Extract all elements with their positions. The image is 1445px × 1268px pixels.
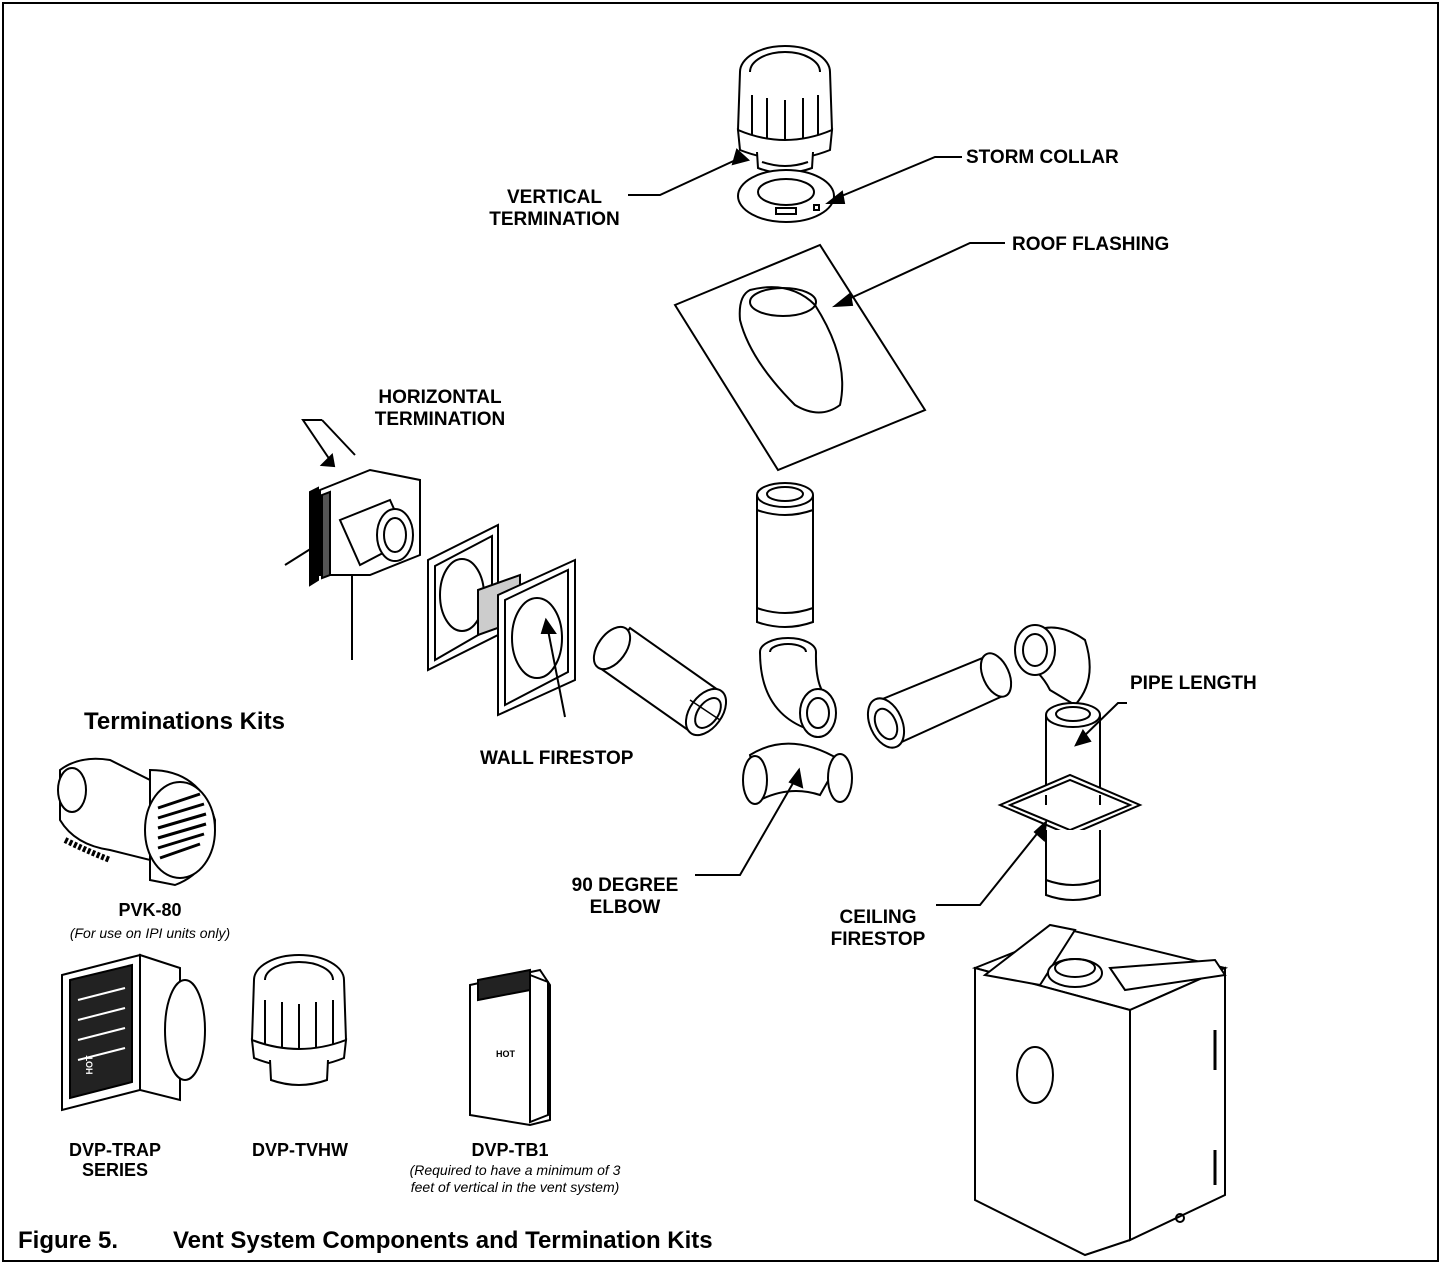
figure-number: Figure 5. [18,1227,119,1254]
kit-dvp-tb1-image [469,968,551,1127]
horizontal-pipe-left [592,625,728,737]
kit-dvp-tb1-note: (Required to have a minimum of 3 feet of… [409,1162,621,1195]
hot-stamp-trap: HOT [84,1055,95,1075]
kit-dvp-tvhw-name: DVP-TVHW [252,1140,348,1160]
label-horizontal-termination: HORIZONTAL TERMINATION [374,387,506,430]
terminations-kits-heading: Terminations Kits [84,708,285,735]
label-wall-firestop: WALL FIRESTOP [480,748,634,769]
storm-collar [737,169,835,223]
label-vertical-termination: VERTICAL TERMINATION [489,187,620,230]
kit-dvp-trap-name: DVP-TRAP SERIES [68,1140,161,1180]
figure-caption: Vent System Components and Termination K… [173,1227,713,1254]
kit-dvp-trap-image [61,953,206,1112]
firebox-unit [971,923,1229,1257]
label-ceiling-firestop: CEILING FIRESTOP [830,907,926,950]
roof-flashing [673,243,927,472]
elbow-upper-right [1014,624,1091,707]
horizontal-termination [284,468,421,660]
wall-firestop [427,523,576,717]
kit-pvk-80-image [57,757,217,887]
elbow-bottom [742,742,853,805]
label-storm-collar: STORM COLLAR [966,147,1119,168]
label-roof-flashing: ROOF FLASHING [1012,234,1170,255]
vertical-termination-cap [736,45,834,174]
label-pipe-length: PIPE LENGTH [1130,673,1257,694]
hot-stamp-tb1: HOT [496,1049,515,1059]
kit-dvp-tb1-name: DVP-TB1 [471,1140,549,1160]
kit-pvk-80-name: PVK-80 [118,900,182,920]
kit-dvp-tvhw-image [250,954,348,1086]
label-90-degree-elbow: 90 DEGREE ELBOW [571,875,679,918]
kit-pvk-80-note: (For use on IPI units only) [69,925,231,941]
elbow-center [759,637,837,738]
pipe-length-with-ceiling-firestop [997,702,1143,901]
leader-lines [301,148,1127,906]
vertical-pipe [756,482,814,628]
horizontal-pipe-right [866,652,1013,749]
